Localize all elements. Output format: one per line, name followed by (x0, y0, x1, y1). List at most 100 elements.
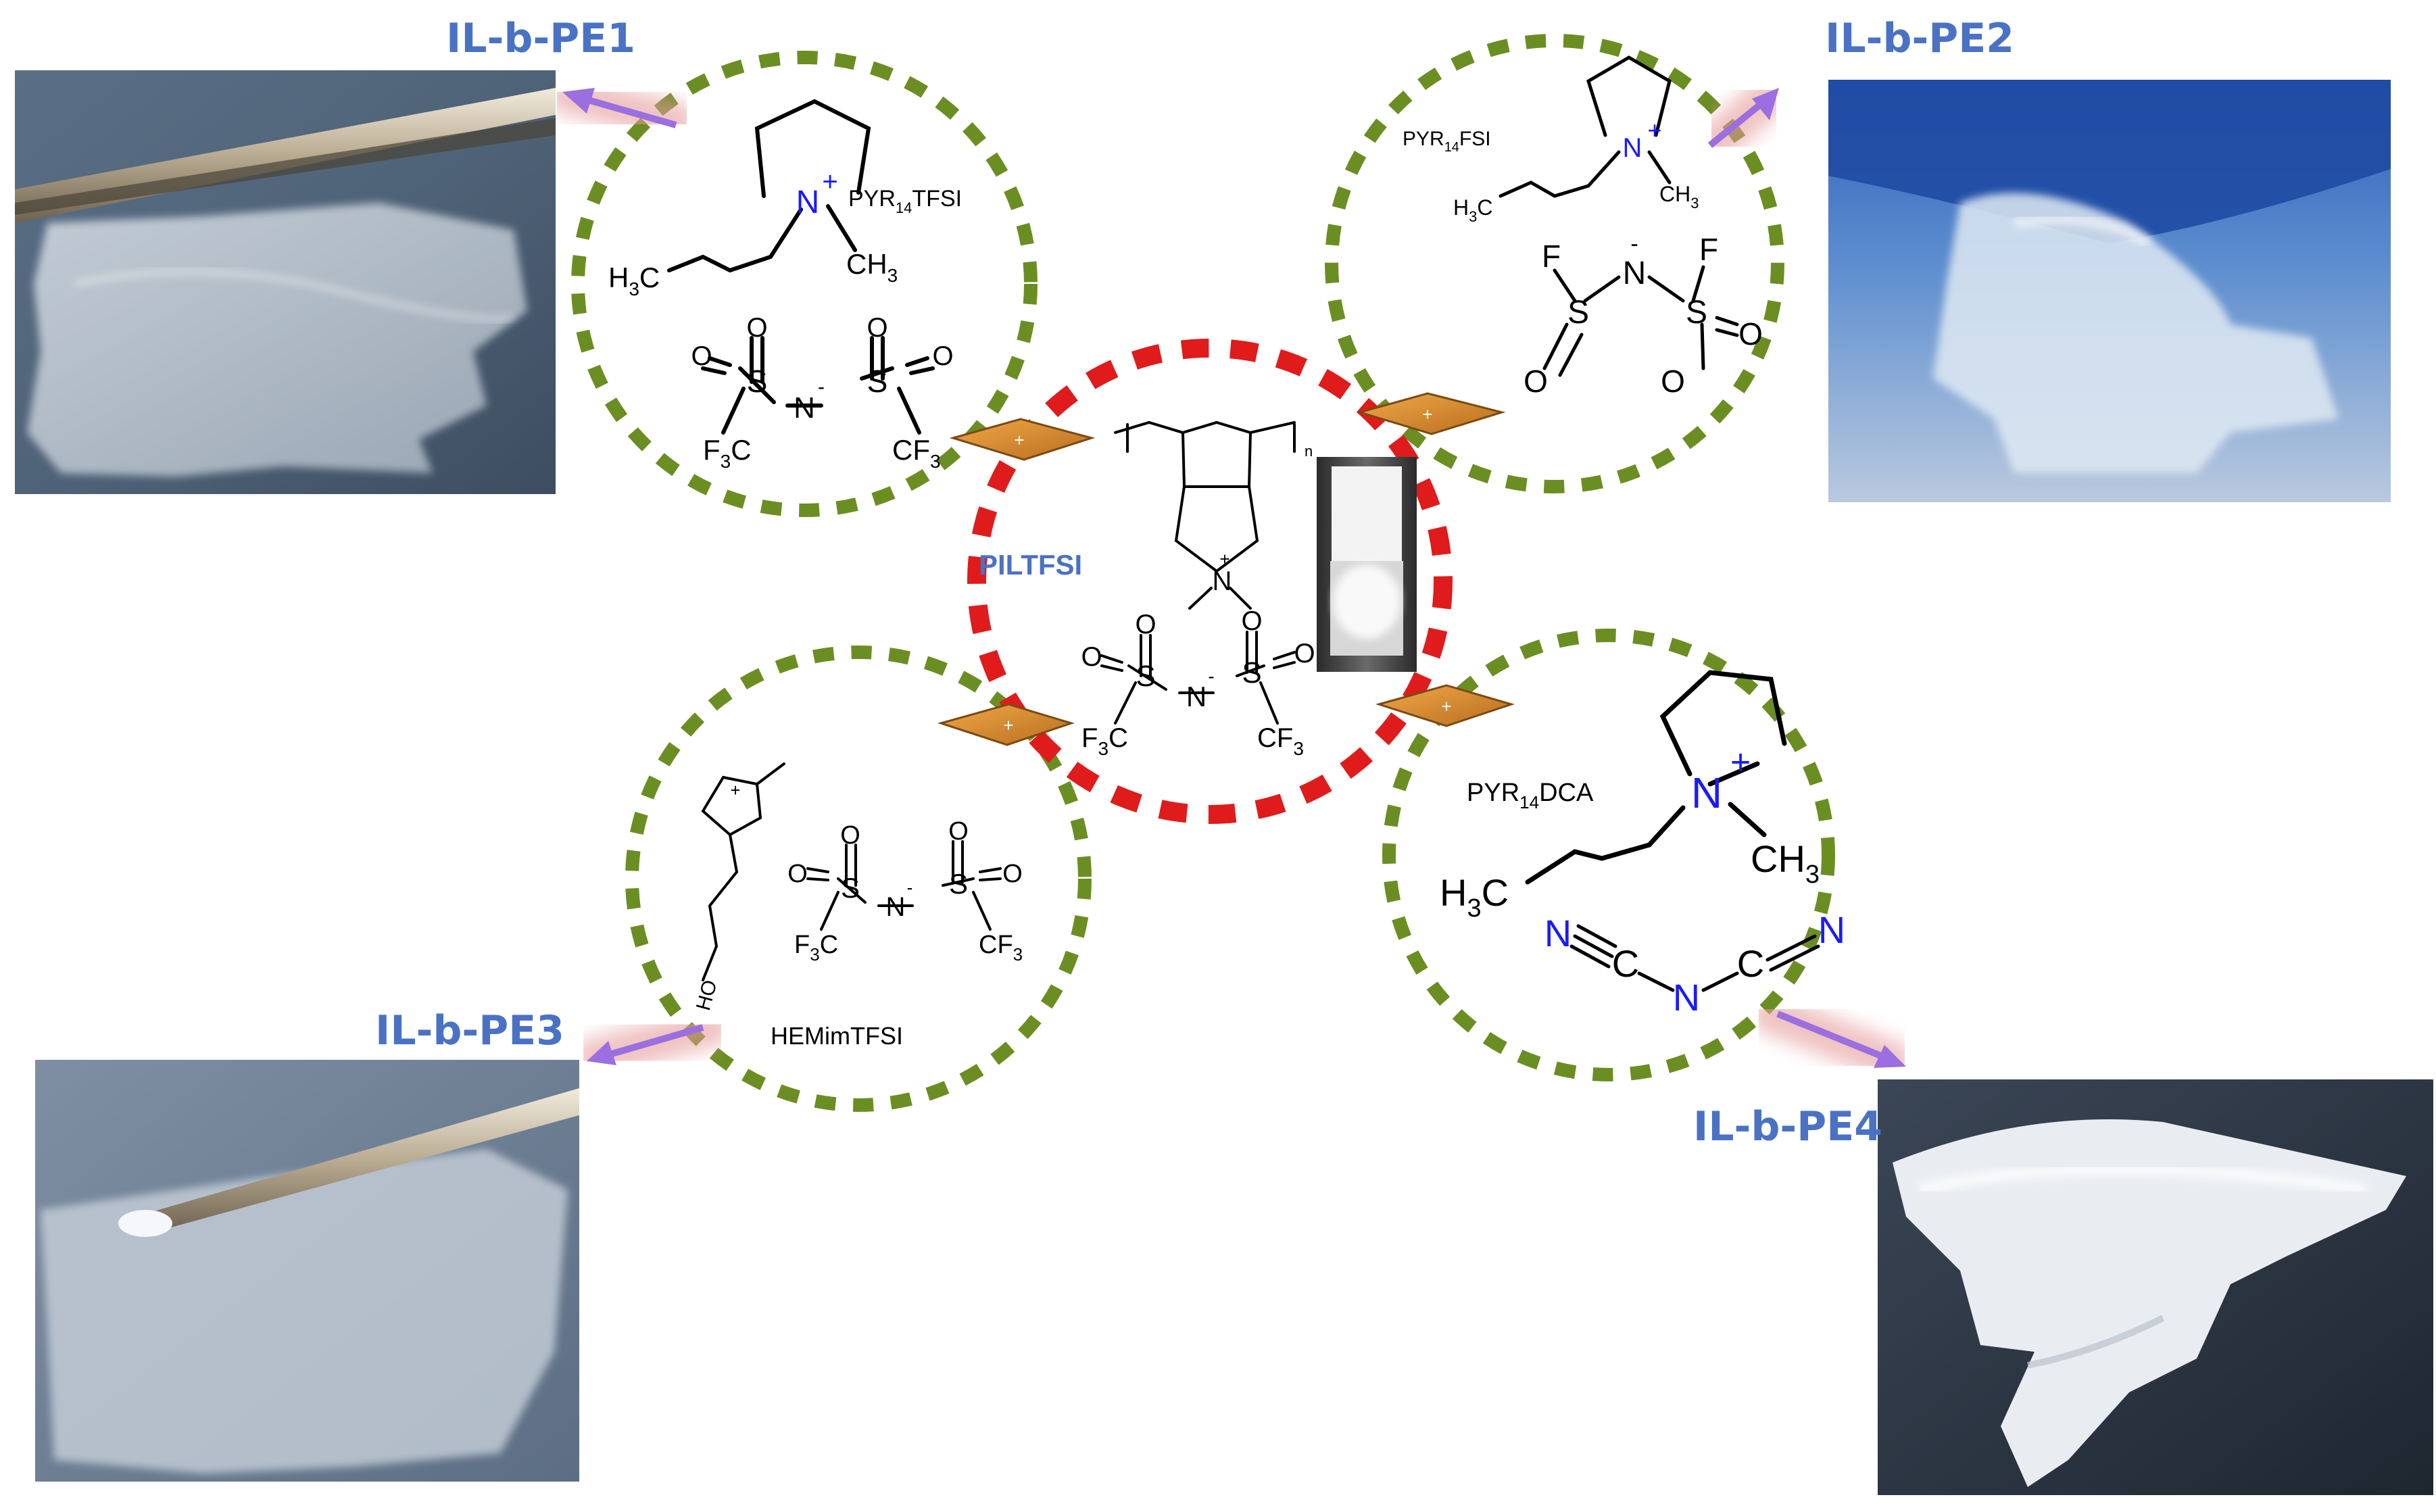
svg-text:O: O (1524, 364, 1548, 399)
svg-text:O: O (1081, 642, 1102, 672)
photo-il-b-pe3 (35, 1060, 579, 1482)
svg-text:N: N (1186, 681, 1207, 712)
svg-text:N: N (1818, 908, 1845, 951)
svg-text:O: O (932, 341, 953, 371)
photo-il-b-pe4 (1878, 1079, 2433, 1495)
svg-text:n: n (1305, 443, 1313, 460)
svg-text:S: S (841, 872, 860, 904)
arrow-to-pe3 (575, 1007, 730, 1078)
svg-text:N: N (794, 391, 815, 424)
label-il-b-pe1: IL-b-PE1 (446, 15, 636, 62)
svg-text:C: C (1612, 942, 1639, 985)
svg-text:S: S (1242, 656, 1261, 689)
svg-text:CF3: CF3 (892, 434, 941, 472)
svg-text:N: N (1623, 255, 1647, 291)
svg-text:O: O (691, 341, 712, 371)
svg-text:F: F (1699, 232, 1718, 267)
svg-text:+: + (1730, 743, 1751, 782)
svg-text:PYR14DCA: PYR14DCA (1467, 779, 1594, 812)
svg-text:PYR14TFSI: PYR14TFSI (848, 186, 962, 216)
svg-text:F: F (1542, 239, 1561, 274)
label-il-b-pe2: IL-b-PE2 (1825, 15, 2015, 62)
svg-text:CH3: CH3 (1659, 182, 1699, 212)
svg-text:CH3: CH3 (846, 248, 898, 286)
svg-text:O: O (1135, 610, 1156, 639)
svg-text:-: - (1630, 231, 1638, 257)
arrow-to-pe2 (1697, 74, 1791, 162)
svg-text:HO: HO (692, 978, 722, 1013)
svg-text:-: - (818, 376, 825, 398)
svg-text:CF3: CF3 (1257, 723, 1304, 759)
tile-top-right: + (1356, 392, 1506, 435)
molecule-pyr14fsi-text: N + H3C CH3 PYR14FSI N - S S F F O O O (1403, 116, 1763, 399)
circle-il-b-pe4 (1382, 629, 1835, 1081)
svg-text:O: O (840, 821, 860, 850)
svg-text:O: O (1738, 316, 1763, 351)
svg-text:H3C: H3C (608, 262, 660, 299)
svg-text:HEMimTFSI: HEMimTFSI (771, 1022, 903, 1050)
molecule-hemimtfsi (701, 762, 1002, 981)
svg-text:O: O (948, 817, 969, 846)
svg-text:N: N (1213, 566, 1232, 596)
svg-text:C: C (1737, 942, 1764, 985)
tile-bottom-right: + (1375, 684, 1515, 727)
svg-text:N: N (1673, 976, 1700, 1019)
svg-text:+: + (1422, 404, 1432, 424)
arrow-to-pe4 (1751, 994, 1913, 1081)
tile-bottom-left: + (937, 703, 1075, 746)
molecule-pyr14dca-text: N + H3C CH3 PYR14DCA N C N C N (1440, 743, 1845, 1019)
polymer-piltfsi-text: n N + S S N - O O O O F3C CF3 PILTFSI (979, 443, 1315, 759)
molecule-pyr14dca (1525, 670, 1787, 885)
svg-text:S: S (949, 868, 968, 900)
svg-text:O: O (1294, 639, 1315, 668)
svg-text:PYR14FSI: PYR14FSI (1403, 128, 1491, 155)
vial-photo (1317, 457, 1417, 672)
molecule-pyr14dca-bonds (1569, 924, 1820, 992)
svg-text:S: S (867, 364, 888, 399)
svg-text:H3C: H3C (1440, 871, 1509, 923)
svg-text:-: - (907, 877, 913, 898)
svg-text:+: + (1003, 715, 1013, 735)
arrow-to-pe1 (547, 74, 696, 142)
svg-text:F3C: F3C (1081, 723, 1128, 759)
svg-text:O: O (1002, 860, 1023, 888)
svg-text:CH3: CH3 (1751, 837, 1820, 889)
label-il-b-pe4: IL-b-PE4 (1693, 1103, 1883, 1150)
svg-text:N: N (1691, 769, 1722, 817)
tile-top-left: + (949, 418, 1096, 461)
svg-text:S: S (1686, 295, 1707, 331)
svg-text:N: N (796, 185, 820, 220)
polymer-piltfsi (1100, 420, 1296, 725)
svg-text:+: + (822, 167, 837, 197)
svg-text:N: N (886, 892, 906, 922)
circle-il-b-pe2 (1325, 34, 1784, 493)
molecule-hemimtfsi-text: + HO S S N - O O O O F3C CF3 HEMimTFSI (692, 780, 1023, 1050)
svg-text:H3C: H3C (1453, 195, 1492, 225)
tile-plus: + (1014, 430, 1024, 450)
circle-il-b-pe1 (571, 51, 1038, 517)
svg-text:S: S (747, 364, 768, 399)
circle-il-b-pe3 (625, 645, 1092, 1112)
svg-text:O: O (746, 313, 767, 343)
svg-text:+: + (1441, 696, 1451, 716)
molecule-pyr14tfsi-text: N + H3C CH3 PYR14TFSI S S N - O O O O F3… (608, 167, 962, 472)
svg-text:N: N (1623, 133, 1642, 163)
svg-text:F3C: F3C (794, 931, 838, 965)
svg-text:+: + (1219, 549, 1229, 569)
svg-text:S: S (1136, 660, 1155, 693)
circle-piltfsi (967, 339, 1453, 824)
label-il-b-pe3: IL-b-PE3 (375, 1007, 565, 1054)
svg-text:-: - (1208, 666, 1214, 687)
svg-text:O: O (1661, 364, 1685, 399)
svg-text:S: S (1567, 295, 1589, 331)
photo-il-b-pe2 (1828, 80, 2391, 502)
molecule-pyr14tfsi (667, 99, 935, 435)
photo-il-b-pe1 (15, 70, 556, 494)
svg-text:O: O (787, 860, 808, 888)
svg-text:O: O (867, 313, 887, 343)
svg-text:O: O (1241, 606, 1262, 636)
svg-text:F3C: F3C (703, 434, 752, 472)
svg-text:+: + (1647, 116, 1661, 144)
